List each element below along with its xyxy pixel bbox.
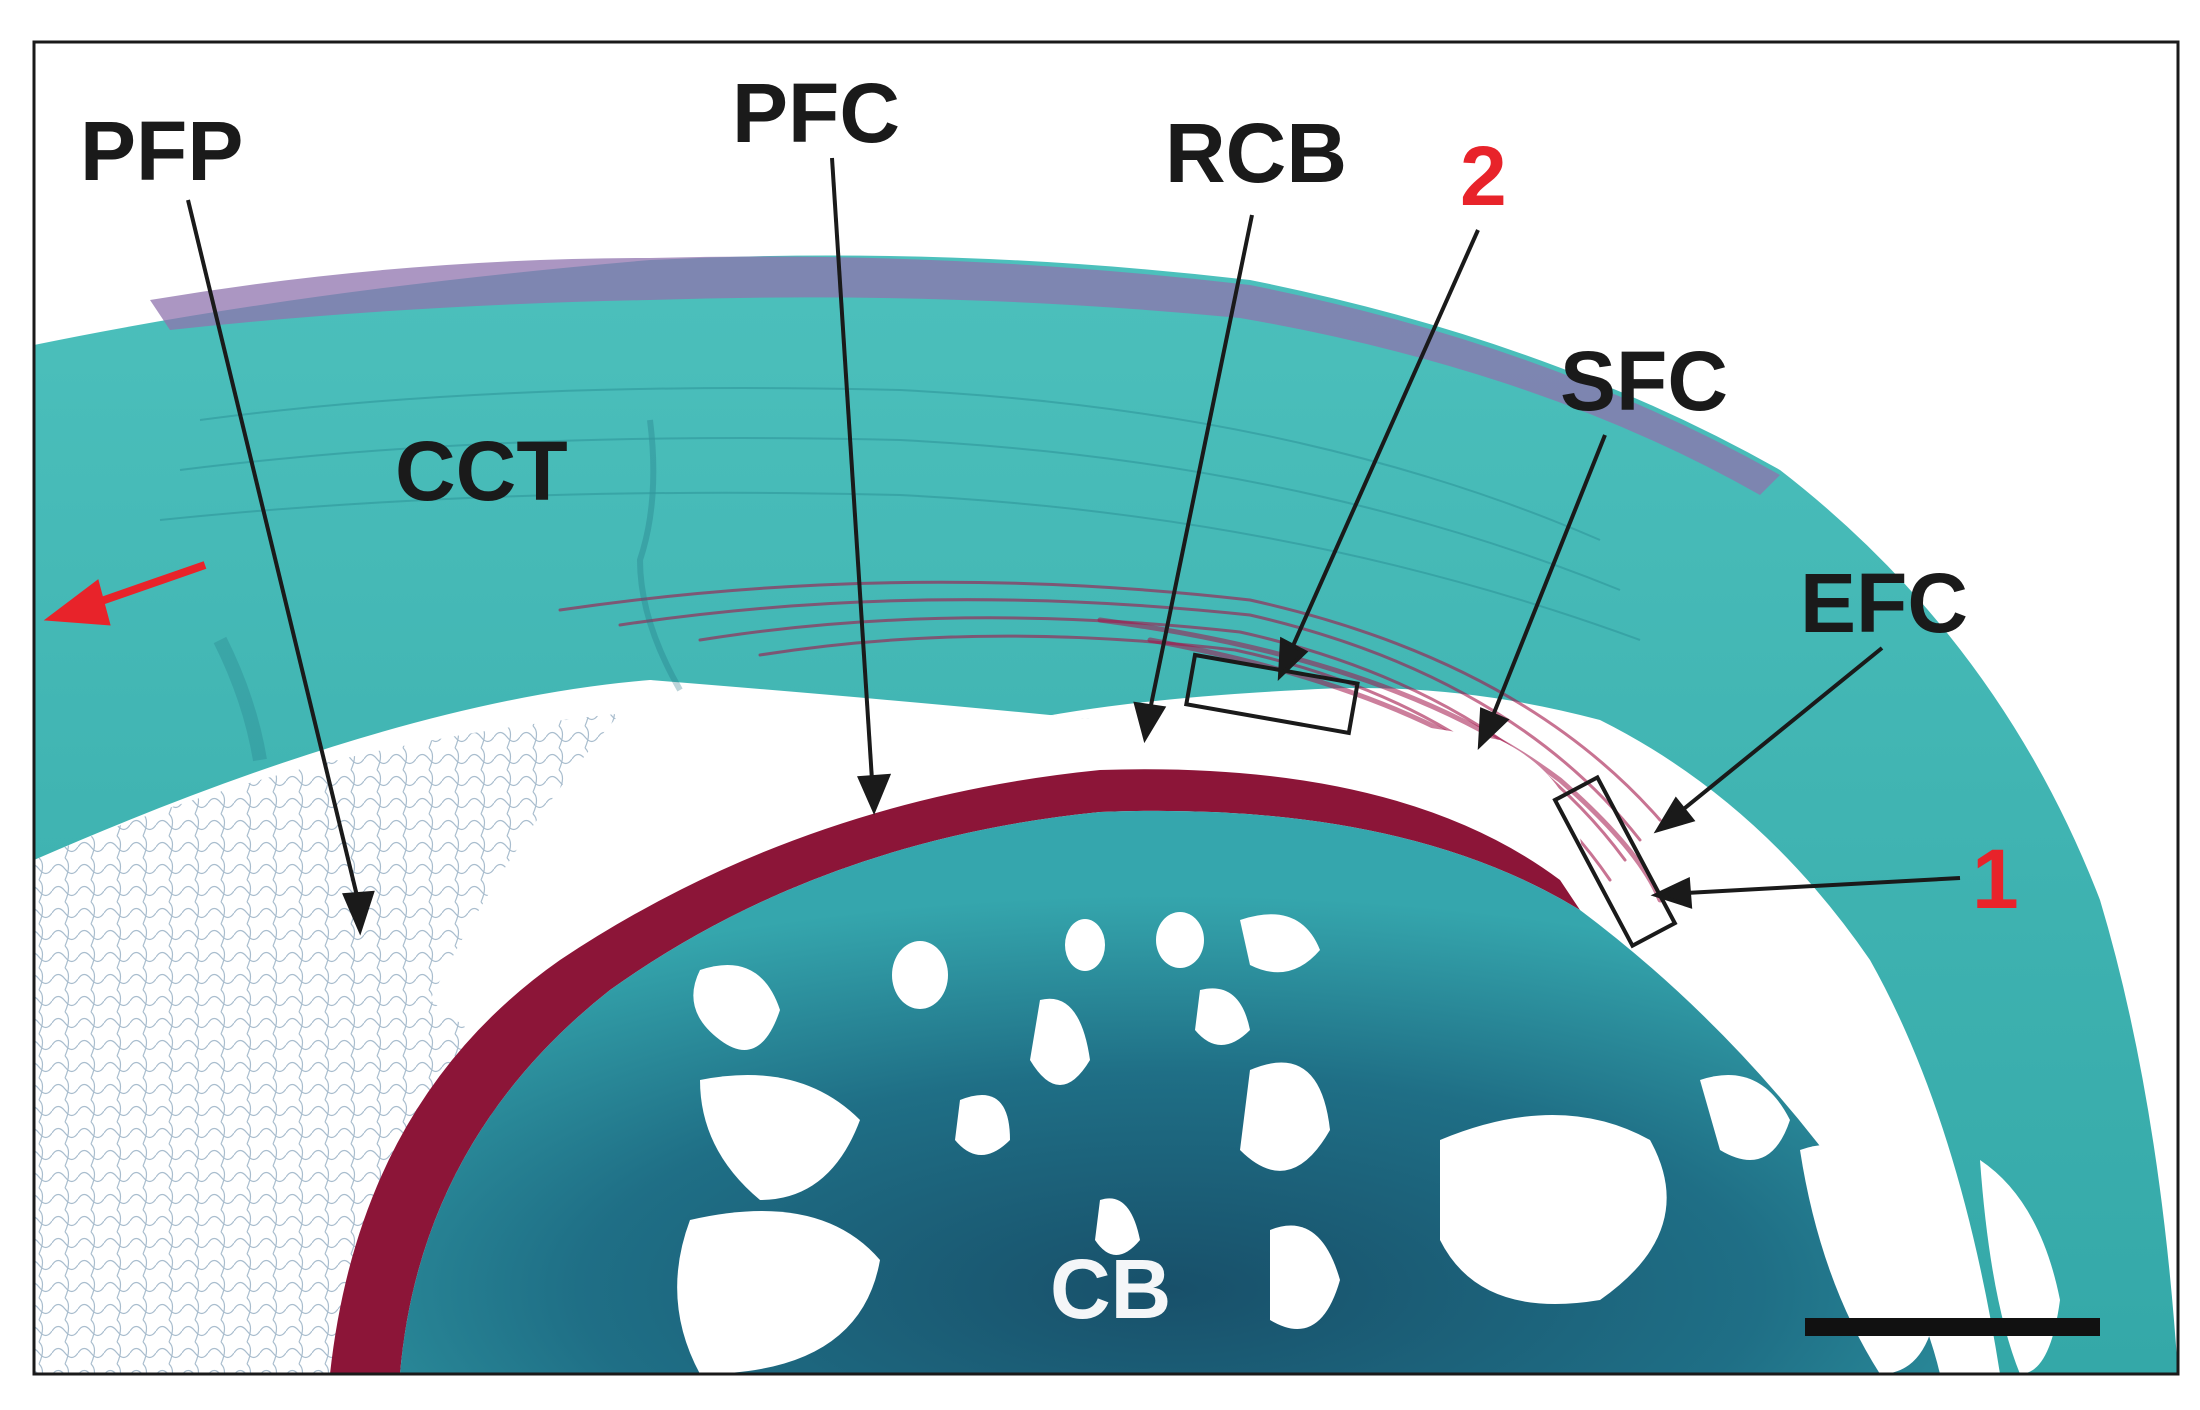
label-cb: CB <box>1050 1242 1171 1336</box>
superficial-layer <box>150 256 1780 495</box>
red-direction-arrow <box>43 561 207 626</box>
capsule-tissue <box>34 255 2178 1374</box>
label-2: 2 <box>1460 129 1507 223</box>
scale-bar <box>1805 1318 2100 1336</box>
region-box-1 <box>1552 774 1678 949</box>
label-efc: EFC <box>1800 556 1968 650</box>
label-rcb: RCB <box>1165 106 1347 200</box>
label-sfc: SFC <box>1560 334 1728 428</box>
capsule-fiber-lines <box>159 387 1641 762</box>
marrow-spaces <box>677 912 2060 1374</box>
figure-frame <box>32 40 2180 1376</box>
label-cct: CCT <box>395 424 568 518</box>
region-box-2 <box>1184 652 1360 736</box>
leader-arrows <box>186 157 1961 936</box>
tissue-section <box>34 42 2178 1374</box>
label-pfc: PFC <box>732 66 900 160</box>
cartilage-rim <box>330 769 1580 1374</box>
joint-cavity <box>430 680 1584 1100</box>
label-1: 1 <box>1972 832 2019 926</box>
label-pfp: PFP <box>80 104 243 198</box>
